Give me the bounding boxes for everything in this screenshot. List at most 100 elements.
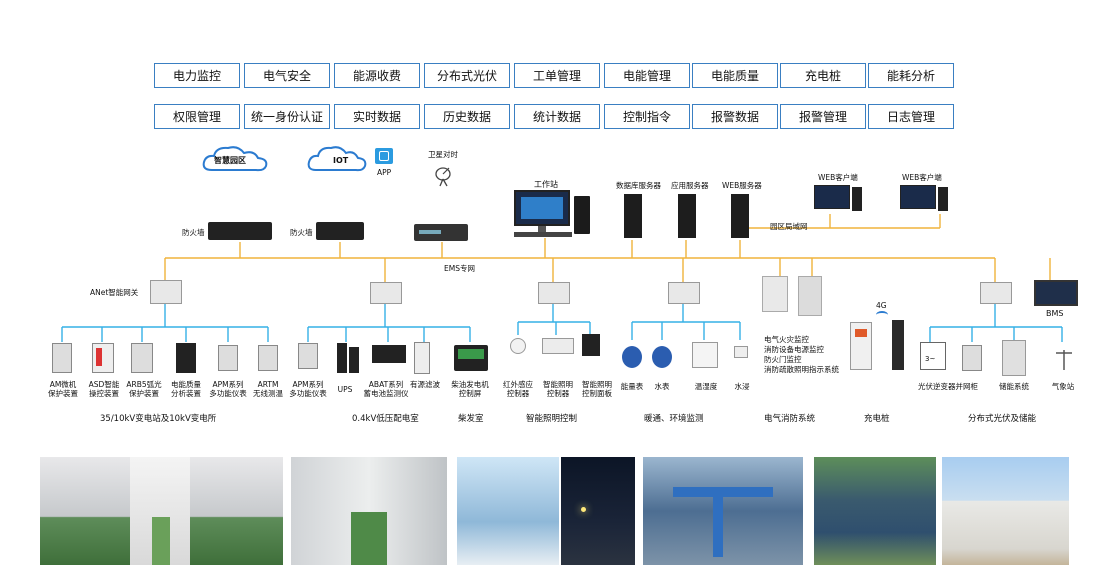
time-sync-device bbox=[414, 224, 468, 241]
photo-lv-switchgear bbox=[291, 457, 447, 565]
fire-cabinet-1 bbox=[762, 276, 788, 312]
web-client-1-tower bbox=[852, 187, 862, 211]
fire-system-line-3: 防火门监控 bbox=[764, 355, 802, 364]
charging-pile-1 bbox=[850, 322, 872, 370]
device-abat-battery bbox=[372, 345, 406, 363]
label-arb5: ARB5弧光保护装置 bbox=[126, 380, 162, 398]
device-energy-meter bbox=[622, 346, 642, 368]
func-alarm-management[interactable]: 报警管理 bbox=[780, 104, 866, 129]
label-weather: 气象站 bbox=[1051, 382, 1075, 391]
func-work-order[interactable]: 工单管理 bbox=[514, 63, 600, 88]
cloud-icon bbox=[202, 146, 268, 172]
label-ups: UPS bbox=[337, 385, 353, 394]
bms-screen bbox=[1034, 280, 1078, 306]
func-realtime-data[interactable]: 实时数据 bbox=[334, 104, 420, 129]
firewall-2-label: 防火墙 bbox=[290, 228, 313, 237]
workstation-keyboard bbox=[514, 232, 572, 237]
fire-system-line-4: 消防疏散照明指示系统 bbox=[764, 365, 839, 374]
fire-cabinet-2 bbox=[798, 276, 822, 316]
4g-label: 4G bbox=[876, 301, 887, 310]
device-temp-humidity bbox=[692, 342, 718, 368]
label-lighting-ctrl: 智能照明控制器 bbox=[543, 380, 573, 398]
func-energy-billing[interactable]: 能源收费 bbox=[334, 63, 420, 88]
web-server-icon bbox=[731, 194, 749, 238]
group-lv-room: 0.4kV低压配电室 bbox=[352, 414, 419, 424]
wifi-icon bbox=[876, 311, 888, 319]
label-asd: ASD智能操控装置 bbox=[88, 380, 120, 398]
func-distributed-pv[interactable]: 分布式光伏 bbox=[424, 63, 510, 88]
web-client-1-monitor bbox=[814, 185, 850, 209]
web-client-2-tower bbox=[938, 187, 948, 211]
label-pv-inverter-grid: 光伏逆变器并网柜 bbox=[918, 382, 978, 391]
label-filter: 有源滤波 bbox=[410, 380, 440, 389]
label-water-meter: 水表 bbox=[654, 382, 670, 391]
group-generator: 柴发室 bbox=[458, 414, 484, 424]
ems-trunk-lines bbox=[164, 214, 1051, 282]
func-control-command[interactable]: 控制指令 bbox=[604, 104, 690, 129]
func-alarm-data[interactable]: 报警数据 bbox=[692, 104, 778, 129]
func-history-data[interactable]: 历史数据 bbox=[424, 104, 510, 129]
weather-station-icon bbox=[1052, 346, 1076, 370]
device-power-quality bbox=[176, 343, 196, 373]
func-electrical-safety[interactable]: 电气安全 bbox=[244, 63, 330, 88]
label-energy-meter: 能量表 bbox=[620, 382, 644, 391]
device-lighting-panel bbox=[582, 334, 600, 356]
label-power-quality: 电能质量分析装置 bbox=[171, 380, 201, 398]
func-log-management[interactable]: 日志管理 bbox=[868, 104, 954, 129]
db-server-label: 数据库服务器 bbox=[616, 181, 661, 190]
gateway-3-device bbox=[538, 282, 570, 304]
func-statistics[interactable]: 统计数据 bbox=[514, 104, 600, 129]
workstation-label: 工作站 bbox=[534, 180, 558, 189]
cloud-smart-park: 智慧园区 bbox=[200, 144, 270, 174]
label-apm-2: APM系列多功能仪表 bbox=[289, 380, 327, 398]
label-apm-1: APM系列多功能仪表 bbox=[209, 380, 247, 398]
device-energy-storage bbox=[1002, 340, 1026, 376]
label-abat: ABAT系列蓄电池监测仪 bbox=[363, 380, 409, 398]
db-server-icon bbox=[624, 194, 642, 238]
device-water-leak bbox=[734, 346, 748, 358]
web-server-label: WEB服务器 bbox=[722, 181, 762, 190]
label-storage: 储能系统 bbox=[999, 382, 1029, 391]
satellite-dish-icon bbox=[434, 165, 454, 187]
group-pv-storage: 分布式光伏及储能 bbox=[968, 414, 1037, 424]
group-hvac: 暖通、环境监测 bbox=[644, 414, 704, 424]
fire-system-line-2: 消防设备电源监控 bbox=[764, 345, 824, 354]
label-temp-humidity: 温湿度 bbox=[694, 382, 718, 391]
label-am: AM微机保护装置 bbox=[48, 380, 78, 398]
charging-pile-2 bbox=[892, 320, 904, 370]
device-arb5-arc bbox=[131, 343, 153, 373]
label-ir: 红外感应控制器 bbox=[503, 380, 533, 398]
firewall-1-label: 防火墙 bbox=[182, 228, 205, 237]
func-power-monitoring[interactable]: 电力监控 bbox=[154, 63, 240, 88]
device-am-protection bbox=[52, 343, 72, 373]
app-server-icon bbox=[678, 194, 696, 238]
cloud-iot-label: IOT bbox=[333, 156, 349, 165]
device-ir-sensor bbox=[510, 338, 526, 354]
label-lighting-panel: 智能照明控制面板 bbox=[582, 380, 612, 398]
gateway-2-device bbox=[370, 282, 402, 304]
fieldbus-lines bbox=[61, 304, 1063, 342]
group-fire: 电气消防系统 bbox=[764, 414, 816, 424]
firewall-1-device bbox=[208, 222, 272, 240]
label-diesel: 柴油发电机控制屏 bbox=[451, 380, 489, 398]
func-permissions[interactable]: 权限管理 bbox=[154, 104, 240, 129]
ems-network-label: EMS专网 bbox=[444, 264, 475, 273]
device-grid-cabinet bbox=[962, 345, 982, 371]
gateway-1-device bbox=[150, 280, 182, 304]
app-server-label: 应用服务器 bbox=[671, 181, 709, 190]
web-client-1-label: WEB客户端 bbox=[818, 173, 858, 182]
device-water-meter bbox=[652, 346, 672, 368]
func-energy-analysis[interactable]: 能耗分析 bbox=[868, 63, 954, 88]
func-unified-auth[interactable]: 统一身份认证 bbox=[244, 104, 330, 129]
photo-hvac-room bbox=[643, 457, 803, 565]
func-energy-management[interactable]: 电能管理 bbox=[604, 63, 690, 88]
photo-substation-corridor bbox=[40, 457, 283, 565]
group-substation: 35/10kV变电站及10kV变电所 bbox=[100, 414, 217, 424]
func-power-quality[interactable]: 电能质量 bbox=[692, 63, 778, 88]
func-charging-pile[interactable]: 充电桩 bbox=[780, 63, 866, 88]
gateway-4-device bbox=[668, 282, 700, 304]
photo-storage-container bbox=[942, 457, 1069, 565]
device-pv-inverter: 3~ bbox=[920, 342, 946, 370]
